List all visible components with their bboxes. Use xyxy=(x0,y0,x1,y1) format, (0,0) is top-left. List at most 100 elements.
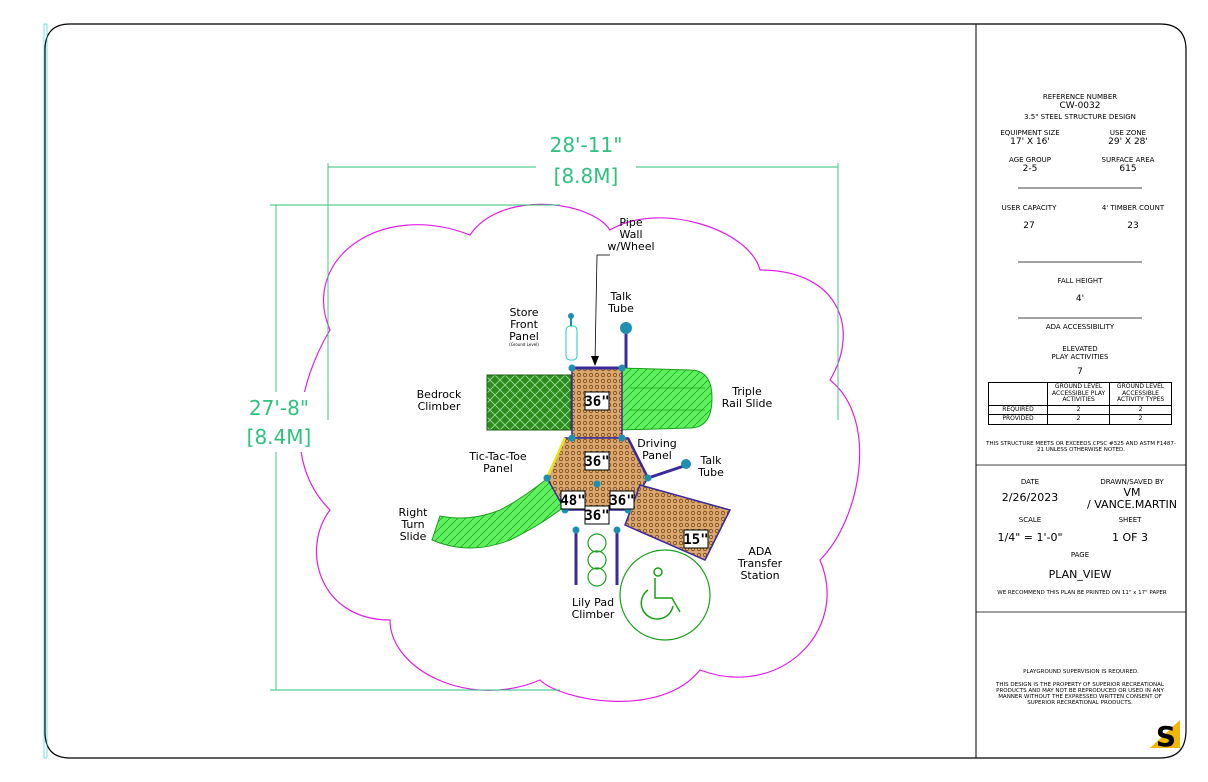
table-header-row: GROUND LEVEL ACCESSIBLE PLAY ACTIVITIES … xyxy=(988,382,1172,406)
table-cell: PROVIDED xyxy=(988,414,1048,425)
ada-ramp xyxy=(624,484,732,561)
lily-pad-climber xyxy=(587,533,607,587)
label-right-turn-1: Right xyxy=(399,506,429,519)
sheet-value: 1 OF 3 xyxy=(1112,531,1148,544)
width-dim-meters: [8.8M] xyxy=(554,164,619,188)
timber-count-value: 23 xyxy=(1127,221,1139,231)
user-capacity-value: 27 xyxy=(1023,221,1035,231)
reference-value: CW-0032 xyxy=(1059,101,1101,111)
label-lily-pad-2: Climber xyxy=(572,608,615,621)
accessibility-table: GROUND LEVEL ACCESSIBLE PLAY ACTIVITIES … xyxy=(988,382,1172,425)
fall-height-label: FALL HEIGHT xyxy=(1057,277,1103,285)
elevated-value: 7 xyxy=(1077,367,1083,377)
label-tic-tac-toe-2: Panel xyxy=(483,462,513,475)
property-note: THIS DESIGN IS THE PROPERTY OF SUPERIOR … xyxy=(996,682,1164,706)
label-tic-tac-toe-1: Tic-Tac-Toe xyxy=(468,450,527,463)
age-group-value: 2-5 xyxy=(1022,164,1038,174)
label-ada-transfer-3: Station xyxy=(740,569,779,582)
table-cell: 2 xyxy=(1109,414,1172,425)
height-dim-meters: [8.4M] xyxy=(247,425,312,449)
reference-label: REFERENCE NUMBER xyxy=(1042,93,1118,101)
scale-value: 1/4" = 1'-0" xyxy=(997,531,1063,544)
user-capacity-label: USER CAPACITY xyxy=(1001,204,1057,212)
deck-height-tags: 36" 36" 48" 36" 36" 15" xyxy=(560,391,709,549)
table-row: REQUIRED 2 2 xyxy=(988,404,1172,415)
ada-accessibility-label: ADA ACCESSIBILITY xyxy=(1045,323,1115,331)
table-row: PROVIDED 2 2 xyxy=(988,414,1172,425)
width-dim-feet: 28'-11" xyxy=(550,133,623,157)
talk-tube-top xyxy=(620,322,632,334)
design-line: 3.5" STEEL STRUCTURE DESIGN xyxy=(1024,113,1136,121)
surface-area-label: SURFACE AREA xyxy=(1101,156,1155,164)
triple-rail-slide xyxy=(619,367,713,431)
label-ada-transfer-1: ADA xyxy=(748,545,772,558)
deck-height-2: 36" xyxy=(584,454,609,470)
drawn-by-value: VM / VANCE.MARTIN xyxy=(1087,486,1177,511)
equipment-size-value: 17' X 16' xyxy=(1010,137,1050,147)
label-store-front-2: Front xyxy=(510,318,539,331)
label-talk-tube-right-1: Talk xyxy=(699,454,722,467)
deck-height-5: 36" xyxy=(584,508,609,524)
timber-count-label: 4' TIMBER COUNT xyxy=(1101,204,1165,212)
use-zone-outline xyxy=(299,203,861,702)
elevated-label: ELEVATED PLAY ACTIVITIES xyxy=(1051,345,1109,361)
drawn-by-label: DRAWN/SAVED BY xyxy=(1100,478,1164,486)
print-note: WE RECOMMEND THIS PLAN BE PRINTED ON 11"… xyxy=(997,590,1167,596)
deck-height-1: 36" xyxy=(584,394,609,410)
store-front-panel xyxy=(565,325,578,361)
label-talk-tube-2: Tube xyxy=(607,302,634,315)
right-turn-slide xyxy=(431,477,573,549)
label-right-turn-2: Turn xyxy=(400,518,424,531)
label-pipe-wall-3: w/Wheel xyxy=(607,240,654,253)
deck-height-4: 36" xyxy=(609,493,634,509)
label-bedrock-2: Climber xyxy=(418,400,461,413)
label-pipe-wall-2: Wall xyxy=(619,228,642,241)
label-talk-tube-1: Talk xyxy=(609,290,632,303)
page-label: PAGE xyxy=(1070,551,1090,559)
label-triple-rail-2: Rail Slide xyxy=(722,397,773,410)
scale-label: SCALE xyxy=(1018,516,1042,524)
label-driving-panel-1: Driving xyxy=(637,437,677,450)
deck-height-3: 48" xyxy=(560,493,585,509)
label-store-front-1: Store xyxy=(509,306,538,319)
svg-text:S: S xyxy=(1156,720,1176,753)
page-border xyxy=(44,23,1187,759)
compliance-note: THIS STRUCTURE MEETS OR EXCEEDS CPSC #32… xyxy=(986,441,1176,453)
ada-transfer-circle xyxy=(619,549,711,641)
date-value: 2/26/2023 xyxy=(1001,491,1059,504)
table-cell: 2 xyxy=(1046,404,1111,415)
table-cell: 2 xyxy=(1109,404,1172,415)
label-lily-pad-1: Lily Pad xyxy=(572,596,614,609)
label-triple-rail-1: Triple xyxy=(731,385,762,398)
page-value: PLAN_VIEW xyxy=(1048,568,1112,581)
bedrock-climber xyxy=(486,374,572,431)
deck-height-6: 15" xyxy=(683,532,708,548)
label-pipe-wall-1: Pipe xyxy=(619,216,642,229)
age-group-label: AGE GROUP xyxy=(1009,156,1051,164)
company-logo: S xyxy=(1150,720,1180,753)
label-store-front-3: Panel xyxy=(509,330,539,343)
table-head-cell: GROUND LEVEL ACCESSIBLE ACTIVITY TYPES xyxy=(1109,382,1172,406)
fall-height-value: 4' xyxy=(1075,294,1085,304)
label-ada-transfer-2: Transfer xyxy=(737,557,783,570)
talk-tube-right xyxy=(681,459,691,469)
table-cell: 2 xyxy=(1046,414,1111,425)
label-store-front-note: (Ground Level) xyxy=(509,342,539,347)
use-zone-label: USE ZONE xyxy=(1109,129,1147,137)
play-structure: 36" 36" 48" 36" 36" 15" xyxy=(431,313,732,641)
label-bedrock-1: Bedrock xyxy=(417,388,462,401)
wheelchair-icon xyxy=(640,567,681,620)
table-head-cell xyxy=(988,382,1048,406)
